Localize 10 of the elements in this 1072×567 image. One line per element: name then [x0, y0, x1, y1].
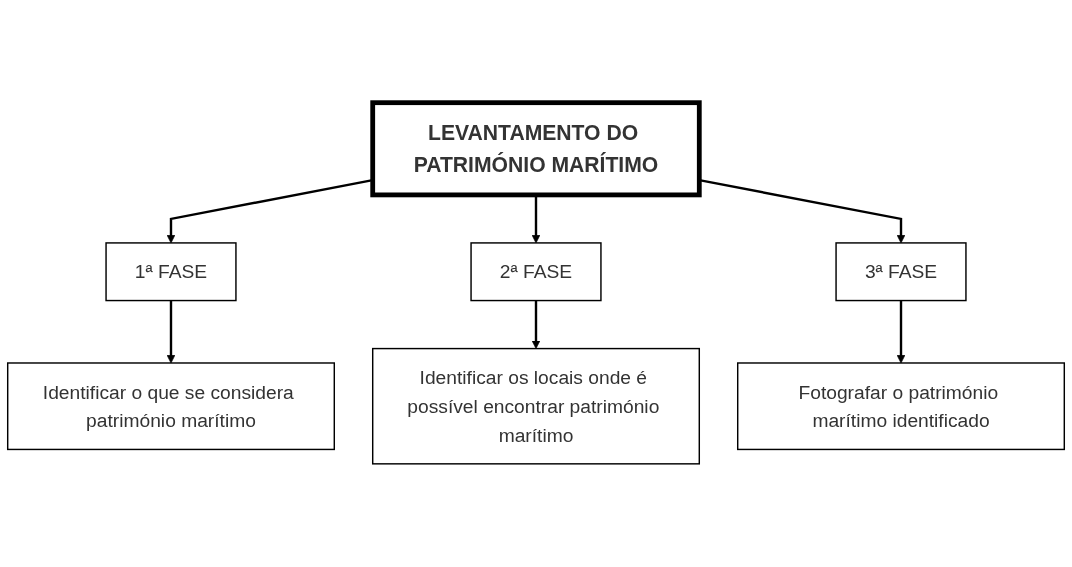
node-box: Fotografar o património marítimo identificado: [737, 362, 1065, 451]
node-box: LEVANTAMENTO DO PATRIMÓNIO MARÍTIMO: [370, 100, 702, 198]
node-box: 1ª FASE: [105, 242, 237, 302]
node-box: 3ª FASE: [835, 242, 967, 302]
arrow: [166, 300, 176, 364]
arrow: [896, 300, 906, 364]
node-box: Identificar o que se considera património marítimo: [7, 362, 335, 451]
arrow: [531, 300, 541, 350]
node-box: Identificar os locais onde é possível encontrar património marítimo: [372, 348, 700, 465]
node-box: 2ª FASE: [470, 242, 602, 302]
